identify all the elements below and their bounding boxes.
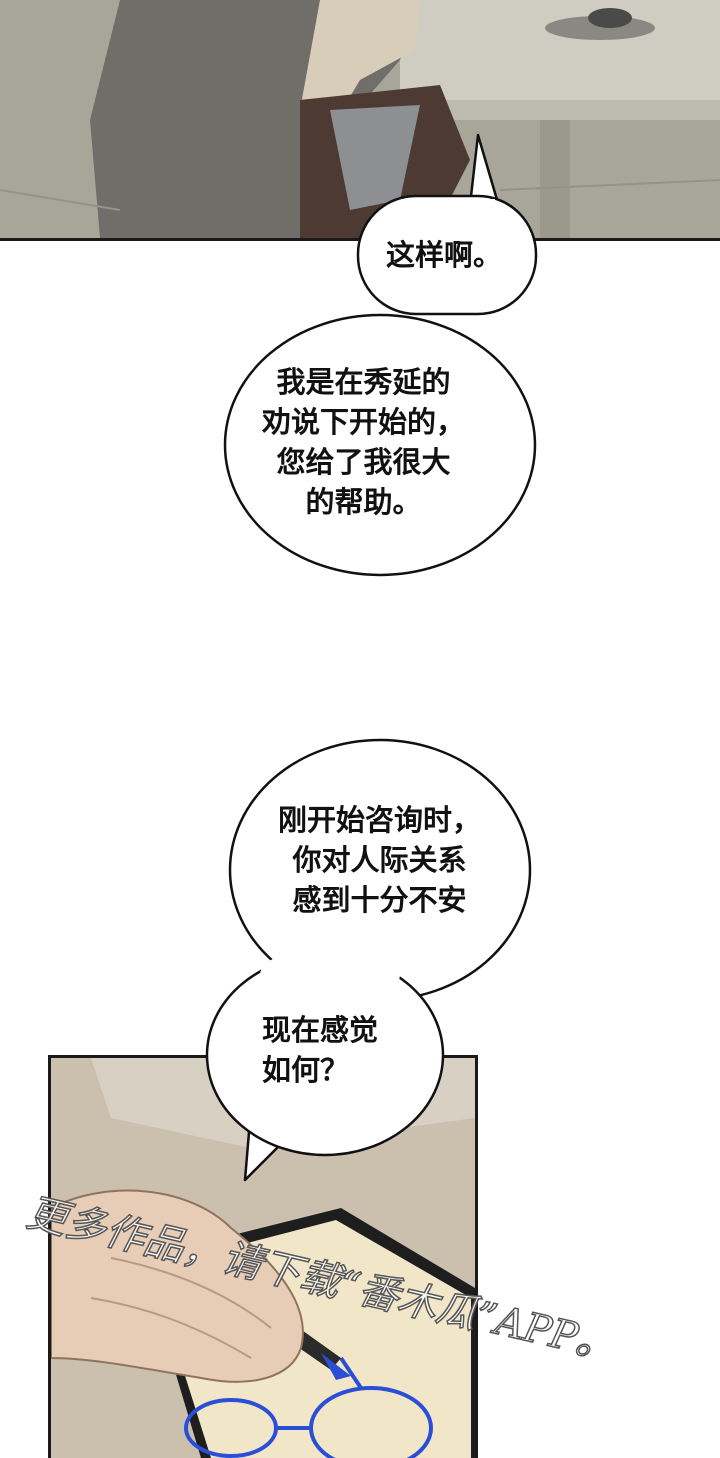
speech-bubble-1 — [356, 133, 538, 316]
chair-frame — [330, 105, 420, 210]
bubble-3-text: 刚开始咨询时， 你对人际关系 感到十分不安 — [278, 803, 482, 917]
diagram-connectors — [276, 1356, 363, 1430]
speech-bubble-4 — [205, 947, 445, 1182]
top-comic-panel — [0, 0, 720, 241]
hand — [51, 1189, 304, 1383]
table-surface — [400, 0, 720, 110]
top-panel-art — [0, 0, 720, 238]
bubble-4-text: 现在感觉 如何？ — [262, 1013, 379, 1087]
speech-bubble-2 — [223, 313, 537, 577]
bubble-2-text: 我是在秀延的 劝说下开始的， 您给了我很大 的帮助。 — [262, 365, 466, 519]
cup — [588, 8, 632, 28]
bubble-1-text: 这样啊。 — [386, 238, 503, 272]
pen-tip — [321, 1353, 351, 1380]
